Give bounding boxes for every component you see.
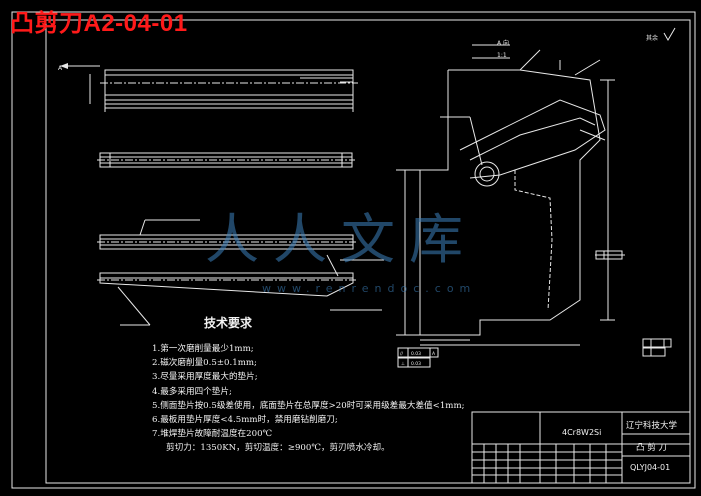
tolerance-frame-2 [397,357,431,368]
note-item: 剪切力：1350KN，剪切温度：≥900℃，剪刃喷水冷却。 [166,443,390,454]
a-direction-view [396,44,625,346]
tol-symbol-1: // [400,351,404,357]
tolerance-frame-4 [642,347,666,357]
side-view-2 [97,219,356,250]
tol-value-1: 0.03 [411,351,421,357]
notes-heading: 技术要求 [204,316,253,330]
note-item: 4.最多采用四个垫片; [152,386,232,397]
title-block [471,411,691,484]
overlay-title: 凸剪刀A2-04-01 [10,10,188,37]
view-arrow-letter: A [58,65,63,72]
top-plan-view [60,63,358,112]
note-item: 1.第一次磨削量最少1mm; [152,344,254,354]
tolerance-frame-1 [397,347,439,358]
outer-border [11,11,696,489]
view-label: A 向 [497,39,509,47]
bottom-view [97,254,384,326]
tolerance-frame-5 [595,250,623,260]
watermark-brand: 人人文库 [205,208,477,271]
roughness-label: 其余 [646,34,658,42]
note-item: 3.尽量采用厚度最大的垫片; [152,372,258,383]
tolerance-frame-3 [642,338,672,348]
tol-value-2: 0.03 [411,361,421,367]
note-item: 6.最板用垫片厚度<4.5mm时，禁用磨钻削磨刀; [152,415,338,426]
side-view-1 [97,152,355,168]
note-item: 5.侧面垫片按0.5级差使用，底面垫片在总厚度>20时可采用级差最大差值<1mm… [152,400,465,411]
title-block-material: 4Cr8W2Si [562,428,602,437]
inner-frame [45,19,691,484]
title-block-school: 辽宁科技大学 [626,421,678,431]
title-block-drawing-no: QLYJ04-01 [630,463,671,472]
note-item: 2.磁次磨削量0.5±0.1mm; [152,358,257,369]
tol-symbol-2: ⊥ [401,361,405,367]
title-block-part-name: 凸 剪 刀 [636,443,667,453]
view-scale: 1:1 [497,52,507,59]
roughness-symbol [663,27,676,41]
tol-datum-1: A [432,351,436,357]
watermark-url: www.renrendoc.com [262,282,477,295]
note-item: 7.堆焊垫片故障耐温度在200℃ [152,429,273,440]
